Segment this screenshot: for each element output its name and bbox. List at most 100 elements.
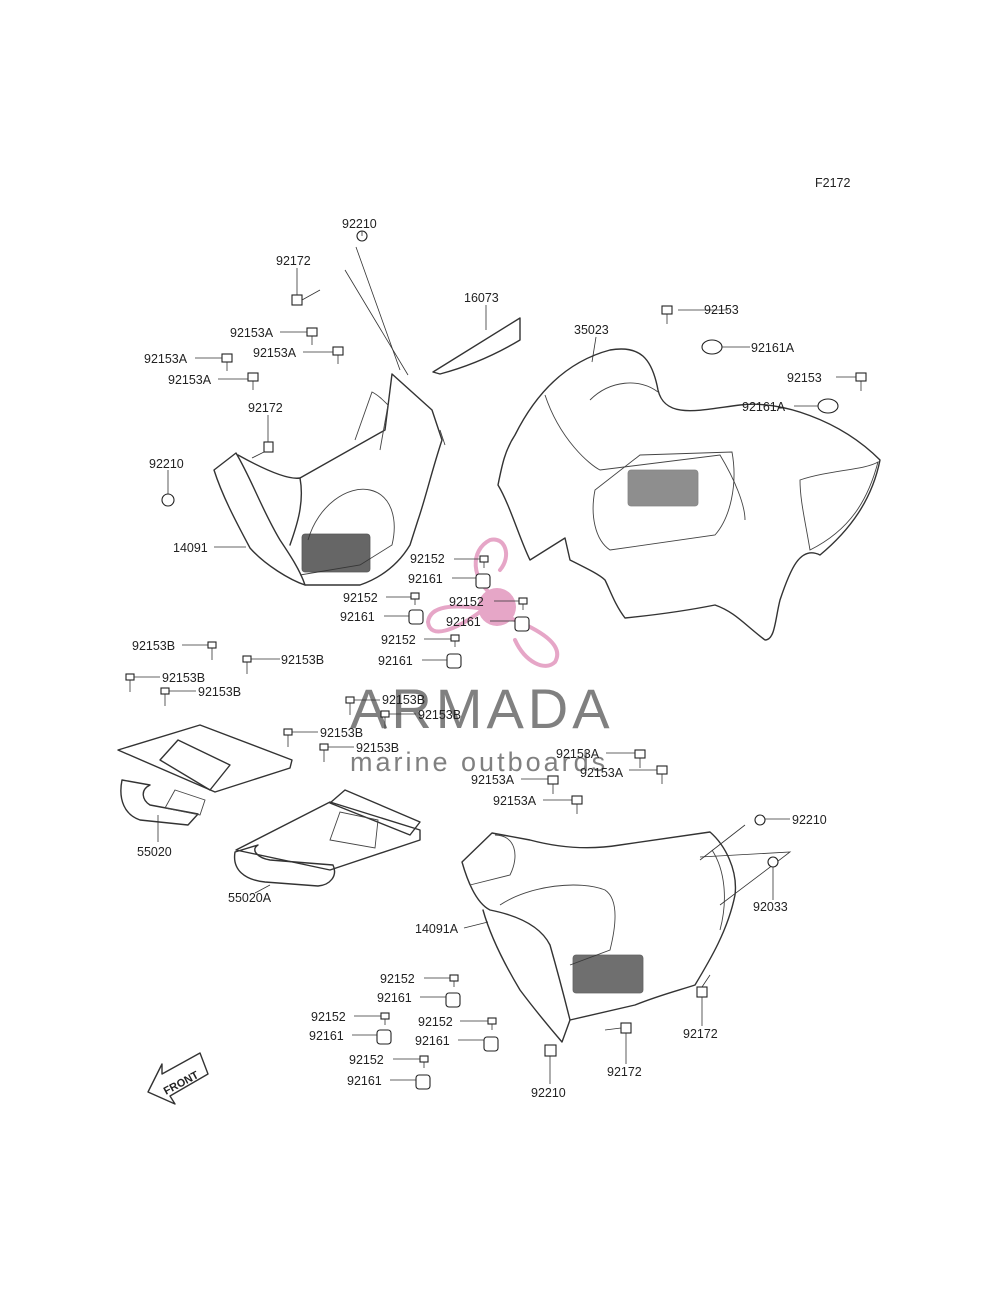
callout-92161a: 92161A (751, 341, 795, 355)
callout-16073: 16073 (464, 291, 499, 305)
screw-92153b-2 (242, 655, 252, 674)
callout-92152: 92152 (449, 595, 484, 609)
front-arrow: FRONT (147, 1052, 209, 1105)
screw-92153b-4 (160, 687, 170, 706)
callout-55020: 55020 (137, 845, 172, 859)
pin-92152-c (518, 597, 528, 610)
pin-92152-g (487, 1017, 497, 1030)
right-fender-14091a (461, 831, 737, 1043)
grommet-92161a-top (701, 339, 723, 355)
screw-92153b-1 (207, 641, 217, 660)
screw-92153a-4 (247, 372, 259, 390)
grommet-92161-f (376, 1029, 392, 1045)
callout-92152: 92152 (349, 1053, 384, 1067)
callout-92210: 92210 (149, 457, 184, 471)
callout-92172: 92172 (607, 1065, 642, 1079)
callout-92153b: 92153B (320, 726, 363, 740)
rack-55020 (117, 724, 293, 826)
leader-92210-top (344, 269, 409, 376)
callout-92153: 92153 (787, 371, 822, 385)
screw-92153-right (855, 372, 867, 391)
bolt-92172-mid (251, 441, 274, 459)
clip-92210-right (754, 814, 766, 826)
screw-92153a-8 (571, 795, 583, 814)
grommet-92161-d (446, 653, 462, 669)
pin-92152-e (449, 974, 459, 987)
callout-55020a: 55020A (228, 891, 272, 905)
callout-92153b: 92153B (281, 653, 324, 667)
leader-lines (134, 231, 856, 1084)
fasteners (125, 230, 867, 1090)
callout-92153b: 92153B (382, 693, 425, 707)
front-arrow-label: FRONT (162, 1069, 201, 1098)
pin-92152-b (410, 592, 420, 605)
screw-92153a-7 (547, 775, 559, 794)
callout-92161: 92161 (309, 1029, 344, 1043)
pin-92152-d (450, 634, 460, 647)
clip-92210-left (161, 493, 175, 507)
screw-92153a-2 (332, 346, 344, 364)
screw-92153a-3 (221, 353, 233, 371)
callout-92172: 92172 (276, 254, 311, 268)
grommet-92161a-right (817, 398, 839, 414)
left-fender-14091 (213, 373, 446, 586)
callout-92033: 92033 (753, 900, 788, 914)
callout-92152: 92152 (311, 1010, 346, 1024)
callout-92210: 92210 (342, 217, 377, 231)
callout-92152: 92152 (418, 1015, 453, 1029)
callout-92172: 92172 (248, 401, 283, 415)
callout-92161: 92161 (408, 572, 443, 586)
bolt-92172-top (291, 289, 321, 306)
callout-92161: 92161 (378, 654, 413, 668)
callout-92153b: 92153B (132, 639, 175, 653)
callout-92210: 92210 (531, 1086, 566, 1100)
callout-92153a: 92153A (556, 747, 600, 761)
pin-92152-a (479, 555, 489, 568)
front-arrow-icon (147, 1052, 209, 1105)
callout-92153a: 92153A (580, 766, 624, 780)
grommet-92161-c (514, 616, 530, 632)
watermark-logo (425, 537, 560, 668)
grommet-92161-a (475, 573, 491, 589)
callout-92161: 92161 (347, 1074, 382, 1088)
callout-92153b: 92153B (356, 741, 399, 755)
grommet-92161-e (445, 992, 461, 1008)
clip-92210-bottom (544, 1044, 557, 1057)
callout-92153a: 92153A (168, 373, 212, 387)
callout-92152: 92152 (381, 633, 416, 647)
pin-92152-h (419, 1055, 429, 1068)
callout-14091: 14091 (173, 541, 208, 555)
grommet-92161-h (415, 1074, 431, 1090)
screw-92153a-5 (634, 749, 646, 768)
leader-92033 (699, 851, 792, 906)
bolt-92172-bottom (604, 1022, 632, 1034)
figure-code: F2172 (815, 176, 850, 190)
callout-92153: 92153 (704, 303, 739, 317)
callout-92161: 92161 (415, 1034, 450, 1048)
callout-92153b: 92153B (418, 708, 461, 722)
callout-92152: 92152 (410, 552, 445, 566)
propeller-hub (478, 588, 516, 626)
callout-35023: 35023 (574, 323, 609, 337)
callout-92153a: 92153A (253, 346, 297, 360)
callout-92153a: 92153A (493, 794, 537, 808)
callout-92210: 92210 (792, 813, 827, 827)
callout-92153a: 92153A (144, 352, 188, 366)
callout-92152: 92152 (343, 591, 378, 605)
callout-92161: 92161 (446, 615, 481, 629)
callout-92161: 92161 (377, 991, 412, 1005)
callout-92152: 92152 (380, 972, 415, 986)
watermark-brand: ARMADA (350, 677, 614, 740)
screw-92153b-7 (283, 728, 293, 747)
screw-92153b-3 (125, 673, 135, 692)
screw-92153-top (661, 305, 673, 324)
callout-labels: 92210 92172 16073 92153 35023 92161A 921… (132, 217, 827, 1100)
pin-92152-f (380, 1012, 390, 1025)
watermark-tagline: marine outboards (350, 747, 608, 777)
rear-fender-35023 (497, 348, 881, 641)
grommet-92161-b (408, 609, 424, 625)
grommet-92161-g (483, 1036, 499, 1052)
callout-92153b: 92153B (162, 671, 205, 685)
callout-92172: 92172 (683, 1027, 718, 1041)
